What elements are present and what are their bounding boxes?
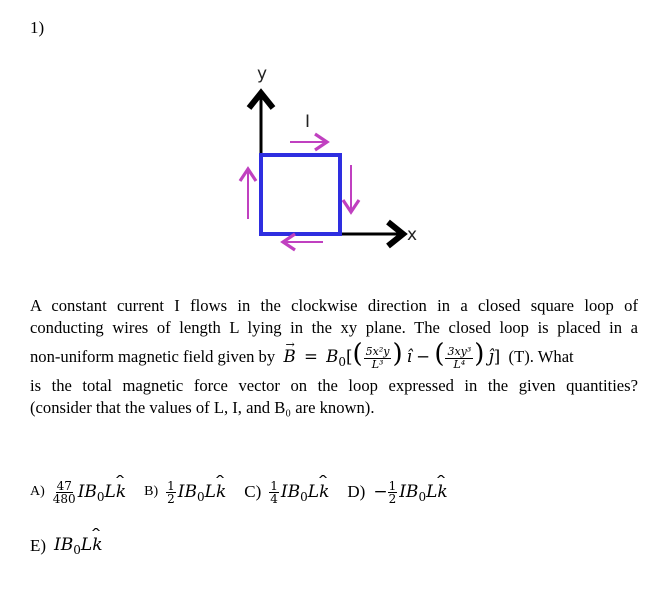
current-label: I (305, 112, 310, 132)
question-line-3: non-uniform magnetic field given by B = … (30, 327, 638, 375)
answer-option-c[interactable]: C) 14IB0Lk (244, 480, 329, 505)
question-text: A constant current I flows in the clockw… (30, 295, 638, 419)
question-line-2: conducting wires of length L lying in th… (30, 318, 638, 337)
answer-row-1: A) 47480IB0Lk B) 12IB0Lk C) 14IB0Lk D) −… (30, 475, 466, 509)
units-text: (T). What (508, 347, 574, 366)
answer-option-a[interactable]: A) 47480IB0Lk (30, 480, 126, 505)
unit-i: î (406, 347, 413, 366)
y-axis-label: y (257, 64, 267, 84)
x-axis-label: x (407, 225, 417, 245)
field-vector-B: B (283, 327, 295, 375)
answer-option-e[interactable]: E) IB0Lk (30, 535, 103, 557)
unit-j: ĵ (488, 347, 494, 366)
answer-option-b[interactable]: B) 12IB0Lk (144, 480, 226, 505)
question-line-4: is the total magnetic force vector on th… (30, 376, 638, 395)
field-intro: non-uniform magnetic field given by (30, 347, 276, 366)
loop-diagram-svg: y x I (238, 64, 417, 252)
answer-option-d[interactable]: D) −12IB0Lk (347, 480, 447, 505)
B0-subscript: 0 (338, 355, 346, 369)
question-number: 1) (30, 18, 45, 37)
question-line-5: (consider that the values of L, I, and B… (30, 398, 375, 417)
answer-options: A) 47480IB0Lk B) 12IB0Lk C) 14IB0Lk D) −… (30, 475, 466, 563)
square-loop (259, 153, 342, 236)
minus-sign: − (416, 347, 431, 366)
answer-row-2: E) IB0Lk (30, 529, 466, 563)
B0-symbol: B (326, 347, 339, 366)
equals-sign: = (303, 347, 318, 366)
question-line-1: A constant current I flows in the clockw… (30, 296, 638, 315)
loop-diagram: y x I (225, 55, 445, 260)
